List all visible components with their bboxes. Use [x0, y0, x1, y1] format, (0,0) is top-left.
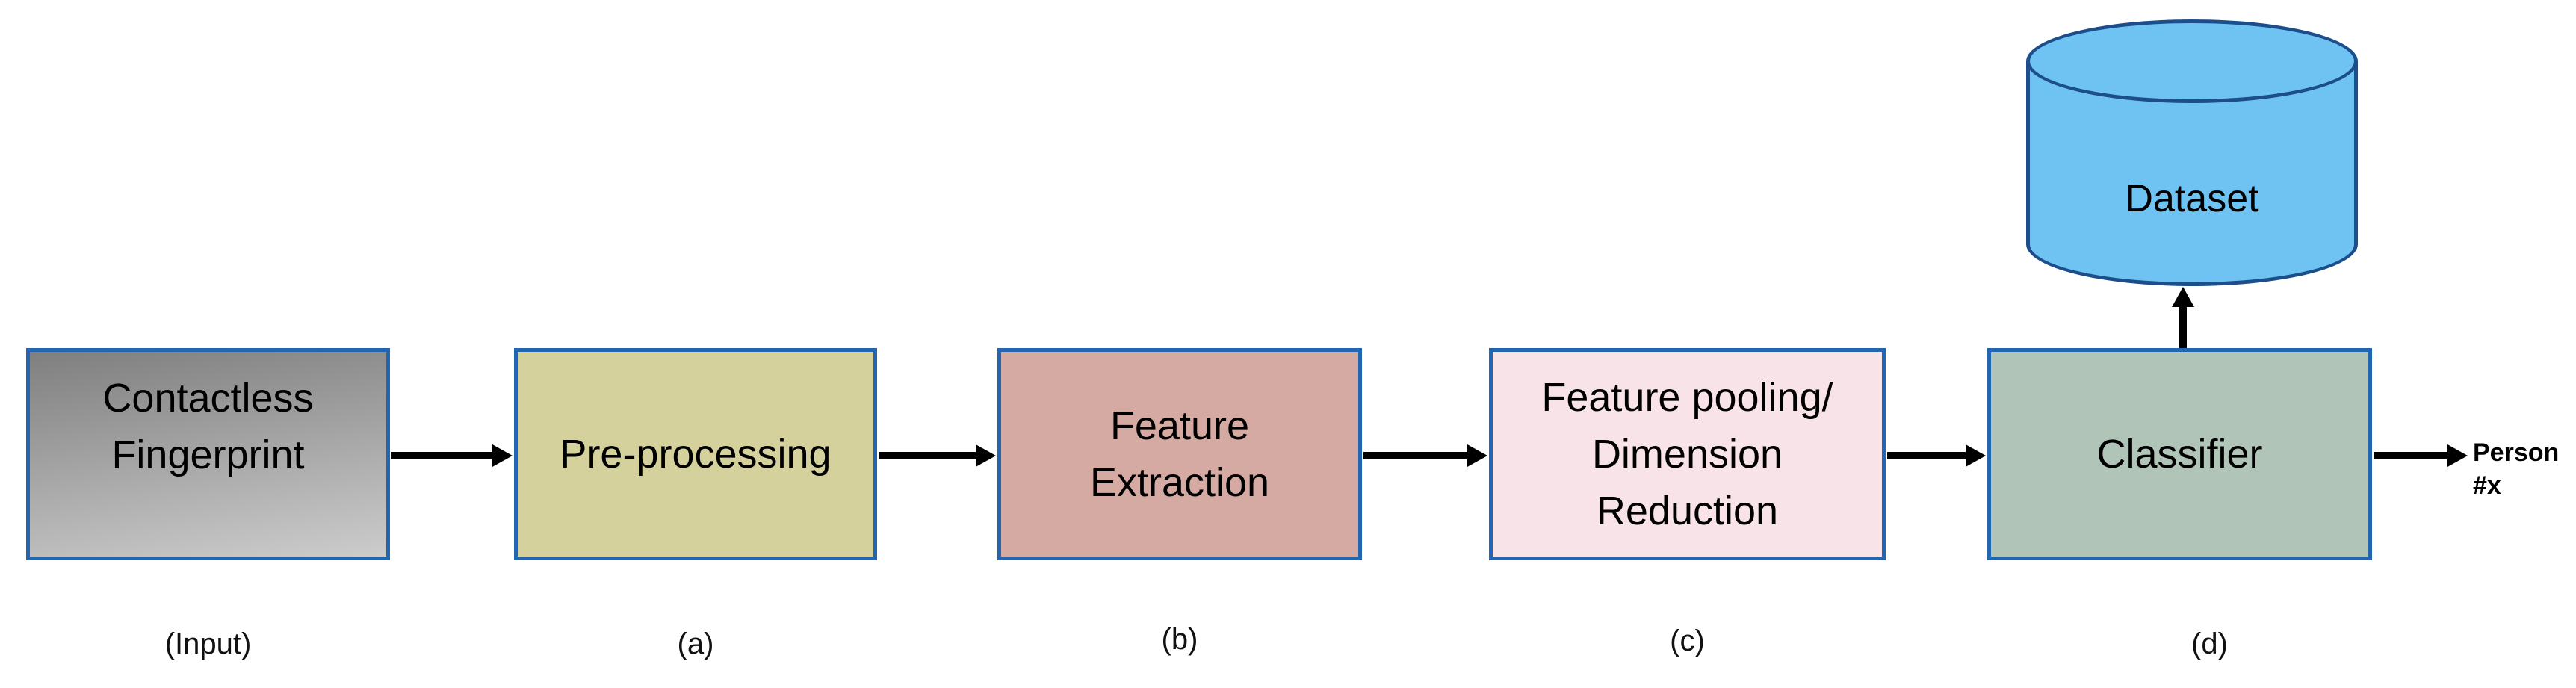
caption-c: (c)	[1670, 625, 1705, 657]
dataset-cylinder: Dataset	[2026, 19, 2358, 286]
arrow-head-icon	[492, 444, 513, 467]
arrow-head-icon	[2447, 444, 2468, 467]
node-label-line: Classifier	[2096, 432, 2263, 477]
node-label-line: Feature pooling/	[1541, 375, 1833, 420]
node-label-line: Pre-processing	[560, 432, 832, 477]
caption-a: (a)	[677, 627, 714, 660]
node-label-line: Extraction	[1089, 460, 1270, 505]
node-feature-pooling-box: Feature pooling/ Dimension Reduction	[1489, 348, 1886, 560]
person-output-label: Person #x	[2473, 436, 2559, 502]
arrow-head-icon	[976, 444, 996, 467]
node-classifier-box: Classifier	[1987, 348, 2372, 560]
node-label-line: Reduction	[1596, 489, 1779, 533]
node-label-line: Feature	[1109, 403, 1250, 448]
arrow-shaft	[2374, 452, 2448, 459]
arrow-head-icon	[2172, 287, 2194, 307]
arrow-head-icon	[1467, 444, 1487, 467]
caption-d: (d)	[2191, 627, 2228, 660]
person-output-line: Person	[2473, 438, 2560, 467]
node-feature-extraction-box: Feature Extraction	[997, 348, 1362, 560]
dataset-label: Dataset	[2125, 177, 2259, 220]
node-label-line: Contactless	[102, 376, 314, 421]
node-label-line: Fingerprint	[111, 433, 305, 477]
arrow-head-icon	[1966, 444, 1986, 467]
node-contactless-fingerprint-box: Contactless Fingerprint	[26, 348, 390, 560]
arrow-shaft	[1887, 452, 1966, 459]
arrow-shaft	[879, 452, 976, 459]
arrow-shaft	[2179, 306, 2187, 348]
arrow-shaft	[1363, 452, 1468, 459]
dataset-cylinder-top	[2026, 19, 2358, 103]
caption-input: (Input)	[164, 627, 252, 660]
arrow-shaft	[391, 452, 493, 459]
node-label-line: Dimension	[1591, 432, 1783, 477]
node-preprocessing-box: Pre-processing	[514, 348, 877, 560]
caption-b: (b)	[1161, 623, 1198, 656]
person-output-line: #x	[2473, 471, 2501, 500]
